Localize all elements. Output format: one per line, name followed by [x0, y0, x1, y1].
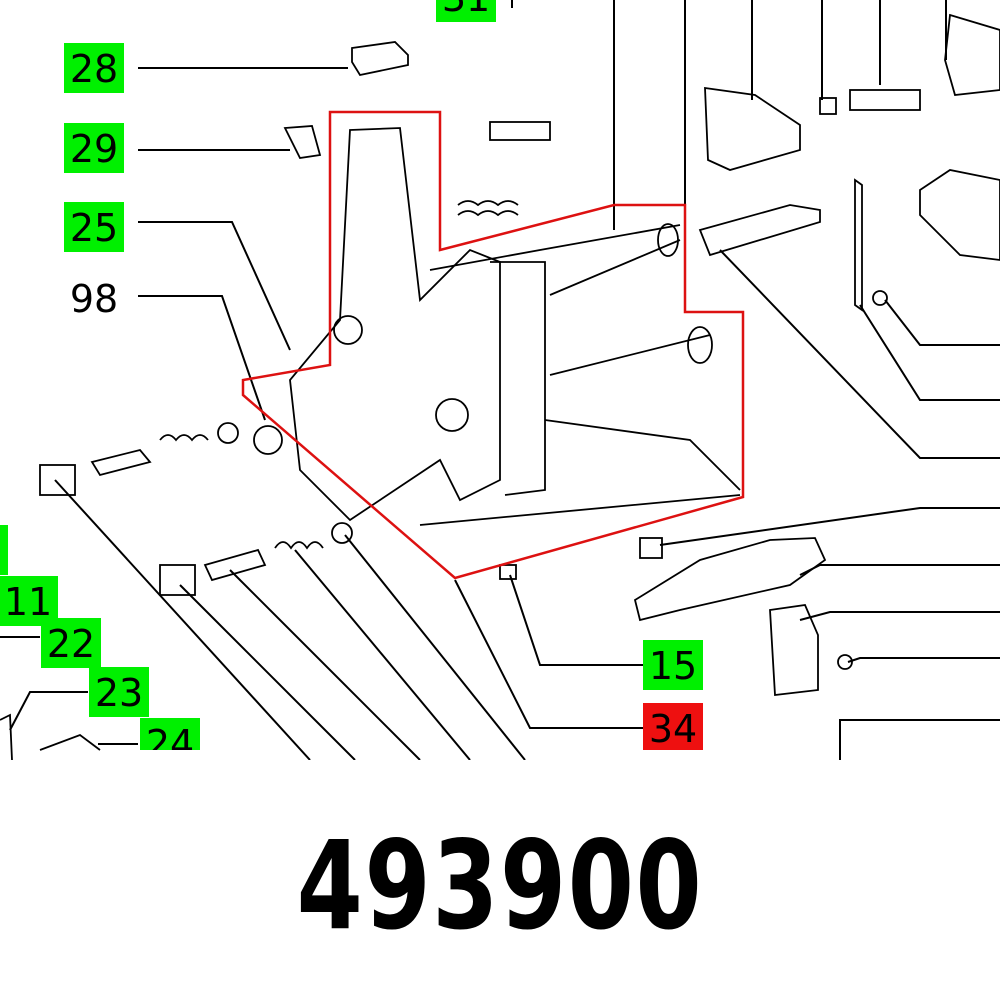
part-number: 493900 — [296, 815, 704, 957]
callout-22[interactable]: 22 — [41, 618, 101, 668]
callout-28[interactable]: 28 — [64, 43, 124, 93]
callout-25[interactable]: 25 — [64, 202, 124, 252]
callout-partial[interactable] — [0, 525, 8, 575]
callout-24[interactable]: 24 — [140, 718, 200, 750]
callout-29[interactable]: 29 — [64, 123, 124, 173]
callout-15[interactable]: 15 — [643, 640, 703, 690]
callout-11[interactable]: 11 — [0, 576, 58, 626]
exploded-view-drawing — [0, 0, 1000, 760]
highlighted-assembly-outline — [241, 110, 745, 580]
component-drawings — [0, 13, 1000, 760]
callout-98: 98 — [69, 277, 119, 321]
callout-31[interactable]: 31 — [436, 0, 496, 22]
callout-23[interactable]: 23 — [89, 667, 149, 717]
callout-34[interactable]: 34 — [643, 703, 703, 751]
leader-lines — [0, 0, 1000, 760]
